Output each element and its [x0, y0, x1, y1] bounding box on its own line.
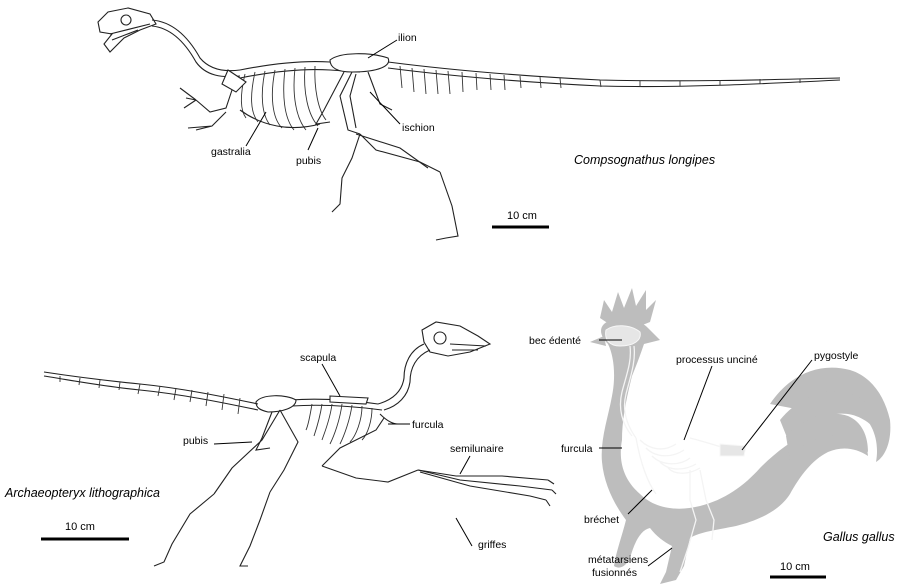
label-ilion: ilion [398, 32, 417, 44]
label-gastralia: gastralia [211, 146, 251, 158]
label-bec-edente: bec édenté [529, 335, 581, 347]
archaeopteryx-leader-lines [214, 364, 472, 546]
label-scapula: scapula [300, 352, 336, 364]
label-ischion: ischion [402, 122, 435, 134]
species-archaeopteryx: Archaeopteryx lithographica [4, 486, 160, 500]
label-metatarsiens: métatarsiens [588, 554, 648, 566]
label-griffes: griffes [478, 539, 506, 551]
scale-label-gallus: 10 cm [780, 561, 810, 573]
species-gallus: Gallus gallus [823, 530, 895, 544]
label-pubis-archaeopteryx: pubis [183, 435, 208, 447]
compsognathus-skeleton [98, 8, 840, 240]
label-fusionnes: fusionnés [592, 567, 637, 579]
label-semilunaire: semilunaire [450, 443, 504, 455]
species-compsognathus: Compsognathus longipes [574, 153, 715, 167]
label-brechet: bréchet [584, 514, 619, 526]
label-processus-uncine: processus unciné [676, 354, 758, 366]
label-pygostyle: pygostyle [814, 350, 859, 362]
label-pubis-compsognathus: pubis [296, 155, 321, 167]
scale-label-archaeopteryx: 10 cm [65, 521, 95, 533]
scale-label-compsognathus: 10 cm [507, 210, 537, 222]
label-furcula-archaeopteryx: furcula [412, 419, 444, 431]
label-furcula-gallus: furcula [561, 443, 593, 455]
